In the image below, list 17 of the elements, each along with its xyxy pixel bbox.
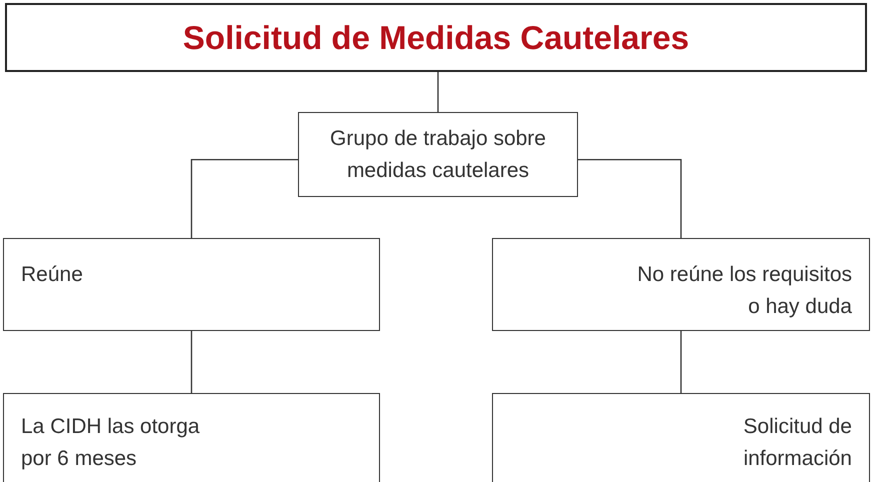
process-box [298,112,578,197]
node-text: La CIDH las otorga por 6 meses [21,414,201,472]
process-box [492,393,870,482]
connector-line [680,331,682,393]
node-text: Reúne [21,262,83,288]
title-box [5,3,867,72]
node-text: Solicitud de información [742,414,852,472]
node-text: No reúne los requisitos o hay duda [637,262,852,320]
node-text: Solicitud de Medidas Cautelares [182,18,690,58]
process-box [492,238,870,331]
connector-line [190,158,298,238]
connector-line [190,331,192,393]
process-box [3,238,380,331]
connector-line [578,158,682,238]
node-text: Grupo de trabajo sobre medidas cautelares [329,126,547,184]
process-box [3,393,380,482]
connector-line [437,72,439,112]
